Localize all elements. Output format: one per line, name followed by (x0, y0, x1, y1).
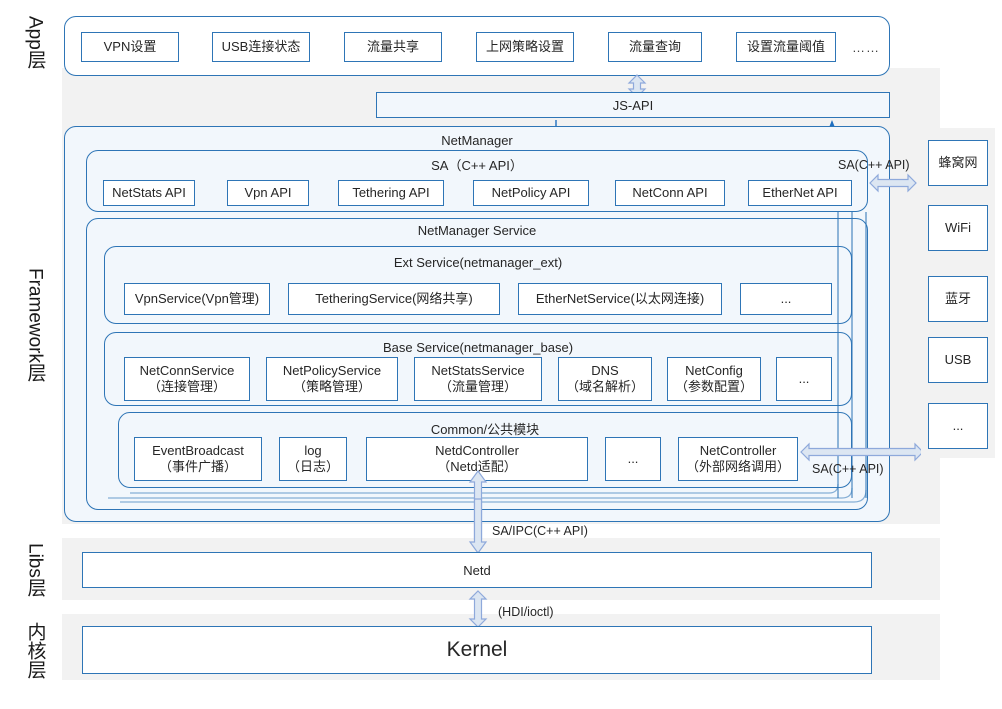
app-items-ellipsis: …… (852, 40, 880, 55)
base-service-netpolicyservice-line2: （策略管理） (292, 379, 371, 394)
base-service-more[interactable]: ... (776, 357, 832, 401)
base-service-netstatsservice-line2: （流量管理） (438, 379, 517, 394)
arrow-sa-to-cellular (869, 172, 917, 194)
netd-box: Netd (82, 552, 872, 588)
base-service-netconfig-line1: NetConfig (685, 362, 743, 378)
layer-label-app: App层 (24, 15, 46, 69)
common-eventbroadcast-line1: EventBroadcast (152, 442, 244, 458)
common-eventbroadcast-line2: （事件广播） (158, 459, 237, 474)
peripheral-more[interactable]: ... (928, 403, 988, 449)
peripheral-bluetooth[interactable]: 蓝牙 (928, 276, 988, 322)
ext-service-title: Ext Service(netmanager_ext) (393, 255, 563, 270)
arrow-netd-to-kernel (467, 590, 489, 628)
netmanager-service-title: NetManager Service (417, 223, 537, 238)
common-netcontroller-line1: NetController (699, 442, 777, 458)
hdi-ioctl-label: (HDI/ioctl) (498, 605, 554, 619)
common-more[interactable]: ... (605, 437, 661, 481)
app-item-usb-status[interactable]: USB连接状态 (212, 32, 310, 62)
common-log-line1: log (304, 442, 322, 458)
base-service-title: Base Service(netmanager_base) (382, 340, 574, 355)
peripheral-usb[interactable]: USB (928, 337, 988, 383)
sa-cpp-api-top-label: SA(C++ API) (838, 158, 910, 172)
base-service-netstatsservice[interactable]: NetStatsService （流量管理） (414, 357, 542, 401)
base-service-netconnservice-line1: NetConnService (139, 362, 235, 378)
sa-api-tethering[interactable]: Tethering API (338, 180, 444, 206)
kernel-box: Kernel (82, 626, 872, 674)
app-item-traffic-threshold[interactable]: 设置流量阈值 (736, 32, 836, 62)
ext-service-vpnservice[interactable]: VpnService(Vpn管理) (124, 283, 270, 315)
sa-title: SA（C++ API） (431, 158, 523, 173)
common-netcontroller-line2: （外部网络调用） (685, 459, 790, 474)
base-service-netpolicyservice-line1: NetPolicyService (282, 362, 382, 378)
ext-service-more[interactable]: ... (740, 283, 832, 315)
layer-label-libs: Libs层 (24, 543, 46, 597)
layer-label-framework: Framework层 (24, 267, 46, 382)
app-item-traffic-sharing[interactable]: 流量共享 (344, 32, 442, 62)
ext-service-tetheringservice[interactable]: TetheringService(网络共享) (288, 283, 500, 315)
base-service-netstatsservice-line1: NetStatsService (431, 362, 525, 378)
app-item-network-policy-settings[interactable]: 上网策略设置 (476, 32, 574, 62)
js-api-box: JS-API (376, 92, 890, 118)
base-service-netconnservice-line2: （连接管理） (147, 379, 226, 394)
common-netcontroller[interactable]: NetController （外部网络调用） (678, 437, 798, 481)
arrow-netcontroller-to-peripherals (800, 441, 924, 463)
ext-service-ethernetservice[interactable]: EtherNetService(以太网连接) (518, 283, 722, 315)
sa-api-netconn[interactable]: NetConn API (615, 180, 725, 206)
common-title: Common/公共模块 (430, 422, 540, 437)
base-service-netconfig[interactable]: NetConfig （参数配置） (667, 357, 761, 401)
sa-api-vpn[interactable]: Vpn API (227, 180, 309, 206)
base-service-netpolicyservice[interactable]: NetPolicyService （策略管理） (266, 357, 398, 401)
common-netdcontroller-line1: NetdController (435, 442, 519, 458)
peripheral-wifi[interactable]: WiFi (928, 205, 988, 251)
netmanager-title: NetManager (441, 133, 513, 148)
peripheral-cellular[interactable]: 蜂窝网 (928, 140, 988, 186)
base-service-netconnservice[interactable]: NetConnService （连接管理） (124, 357, 250, 401)
arrow-framework-to-netd (467, 498, 489, 555)
base-service-dns[interactable]: DNS （域名解析） (558, 357, 652, 401)
base-service-dns-line2: （域名解析） (565, 379, 644, 394)
base-service-dns-line1: DNS (591, 362, 619, 378)
sa-api-netstats[interactable]: NetStats API (103, 180, 195, 206)
common-log-line2: （日志） (286, 459, 339, 474)
sa-api-netpolicy[interactable]: NetPolicy API (473, 180, 589, 206)
common-log[interactable]: log （日志） (279, 437, 347, 481)
layer-label-kernel: 内核层 (24, 621, 46, 679)
sa-api-ethernet[interactable]: EtherNet API (748, 180, 852, 206)
sa-ipc-label: SA/IPC(C++ API) (492, 524, 588, 538)
sa-cpp-api-bottom-label: SA(C++ API) (812, 462, 884, 476)
base-service-netconfig-line2: （参数配置） (674, 379, 753, 394)
common-eventbroadcast[interactable]: EventBroadcast （事件广播） (134, 437, 262, 481)
common-netdcontroller-line2: （Netd适配） (437, 459, 517, 474)
app-item-traffic-query[interactable]: 流量查询 (608, 32, 702, 62)
app-item-vpn-settings[interactable]: VPN设置 (81, 32, 179, 62)
